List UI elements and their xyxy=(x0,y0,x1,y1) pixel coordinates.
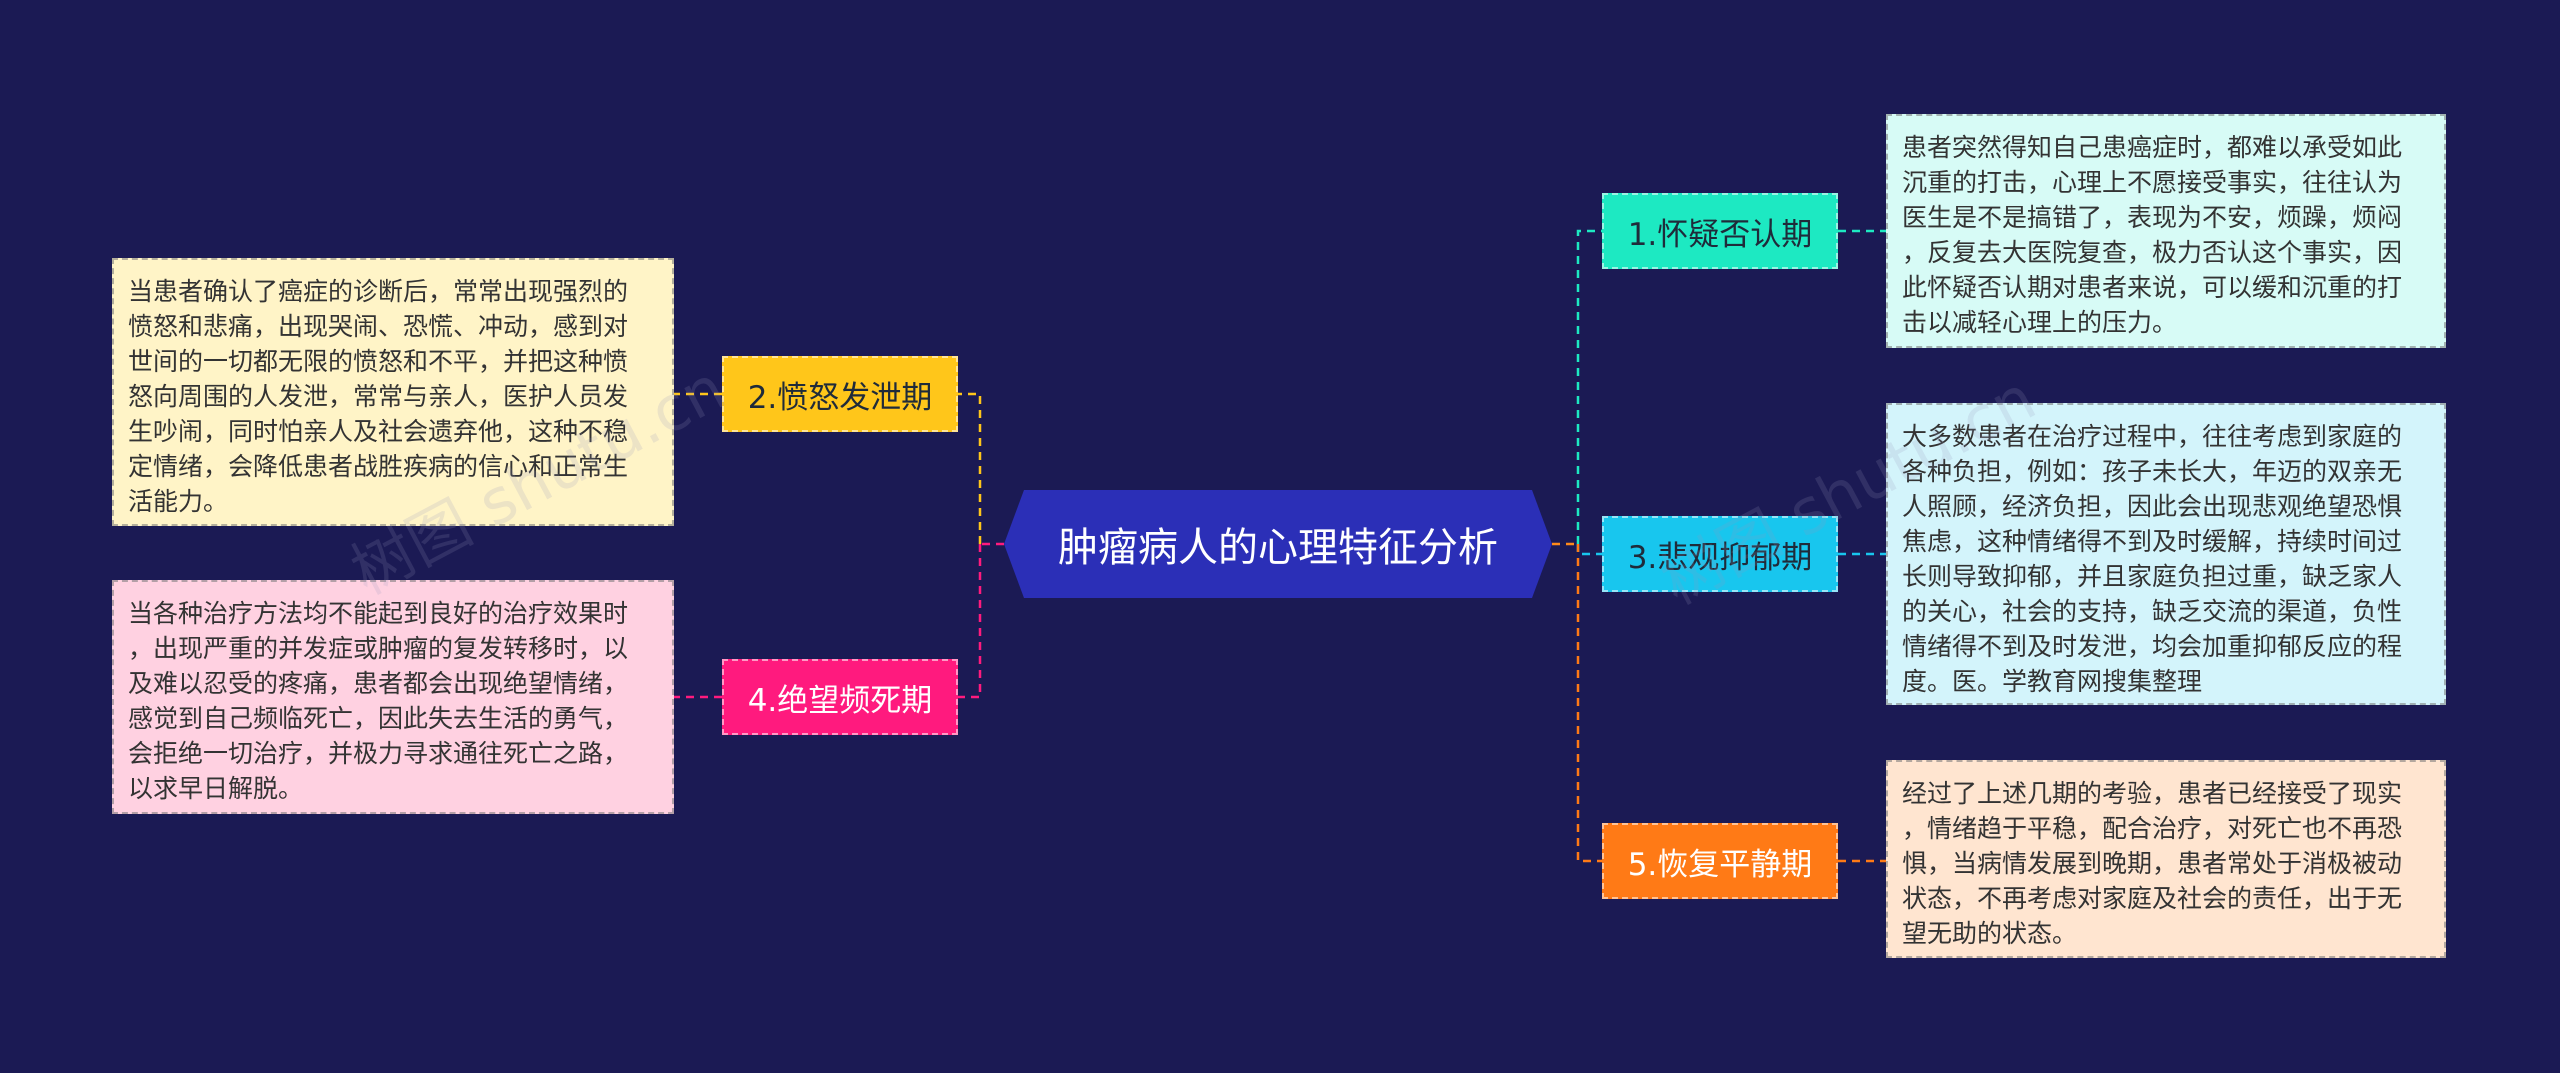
connector-right-trunk-top xyxy=(1576,229,1602,544)
connector-right-mid xyxy=(1576,544,1602,556)
topic-label: 4.绝望频死期 xyxy=(747,682,933,719)
topic-recovery-calm[interactable]: 5.恢复平静期 xyxy=(1602,823,1838,899)
description-despair-dying[interactable]: 当各种治疗方法均不能起到良好的治疗效果时 ，出现严重的并发症或肿瘤的复发转移时，… xyxy=(112,580,674,814)
description-pessimism-depression[interactable]: 大多数患者在治疗过程中，往往考虑到家庭的 各种负担，例如：孩子未长大，年迈的双亲… xyxy=(1886,403,2446,705)
topic-despair-dying[interactable]: 4.绝望频死期 xyxy=(722,659,958,735)
central-topic[interactable]: 肿瘤病人的心理特征分析 xyxy=(1004,490,1552,598)
central-topic-label: 肿瘤病人的心理特征分析 xyxy=(1058,525,1498,571)
topic-pessimism-depression[interactable]: 3.悲观抑郁期 xyxy=(1602,516,1838,592)
description-recovery-calm[interactable]: 经过了上述几期的考验，患者已经接受了现实 ，情绪趋于平稳，配合治疗，对死亡也不再… xyxy=(1886,760,2446,958)
connector-right-trunk-bottom xyxy=(1576,544,1602,863)
description-anger-venting[interactable]: 当患者确认了癌症的诊断后，常常出现强烈的 愤怒和悲痛，出现哭闹、恐慌、冲动，感到… xyxy=(112,258,674,526)
topic-label: 3.悲观抑郁期 xyxy=(1627,539,1813,576)
topic-label: 1.怀疑否认期 xyxy=(1627,216,1813,253)
topic-anger-venting[interactable]: 2.愤怒发泄期 xyxy=(722,356,958,432)
topic-label: 2.愤怒发泄期 xyxy=(747,379,933,416)
connector-left-trunk-top xyxy=(958,392,982,544)
topic-label: 5.恢复平静期 xyxy=(1627,846,1813,883)
connector-left-trunk-bottom xyxy=(958,544,982,699)
description-doubt-denial[interactable]: 患者突然得知自己患癌症时，都难以承受如此 沉重的打击，心理上不愿接受事实，往往认… xyxy=(1886,114,2446,348)
topic-doubt-denial[interactable]: 1.怀疑否认期 xyxy=(1602,193,1838,269)
